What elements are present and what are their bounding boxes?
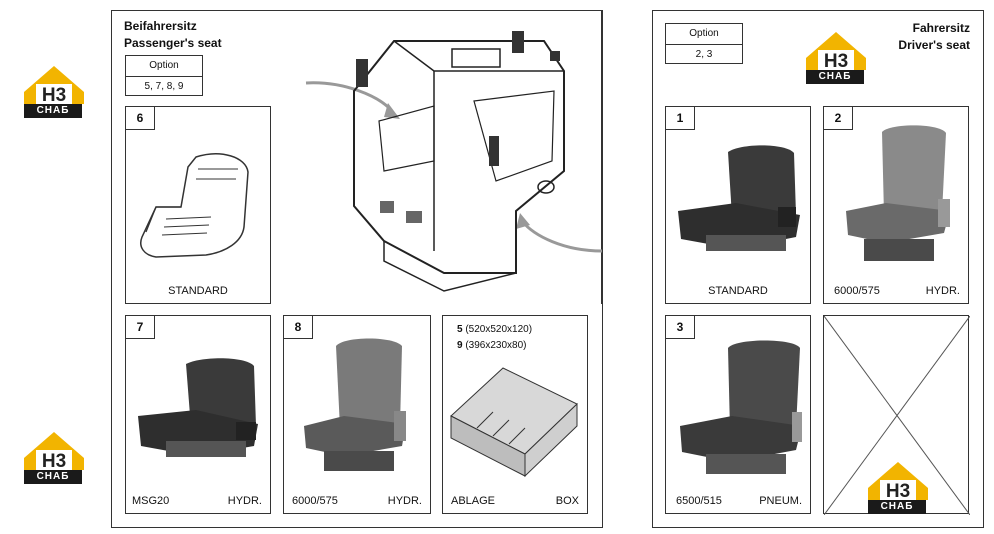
box-option-9: 9 — [457, 340, 463, 351]
panel-caption-left: 6500/515 — [676, 495, 722, 507]
box-dimensions: 5 (520x520x120) 9 (396x230x80) — [457, 322, 532, 354]
hb-logo-driver: H3 CHAБ — [804, 28, 868, 88]
panel-caption-right: BOX — [555, 495, 579, 507]
driver-title-de: Fahrersitz — [912, 21, 970, 35]
seat-panel-2: 2 6000/575 HYDR. — [823, 106, 969, 304]
hydr-seat-icon — [304, 338, 406, 471]
cab-illustration — [284, 10, 602, 304]
storage-box-icon — [450, 367, 578, 478]
driver-option-box: Option 2, 3 — [665, 23, 743, 64]
seat-panel-6: 6 STANDARD — [125, 106, 271, 304]
panel-caption-right: HYDR. — [227, 495, 262, 507]
hydr-driver-seat-icon — [846, 125, 950, 261]
hb-logo-top: H3 CHAБ — [22, 62, 86, 122]
panel-caption-left: 6000/575 — [292, 495, 338, 507]
seat-panel-1: 1 STANDARD — [665, 106, 811, 304]
svg-text:H3: H3 — [824, 51, 848, 72]
panel-caption-right: HYDR. — [925, 285, 960, 297]
logo-text: CHAБ — [806, 70, 864, 84]
panel-number: 3 — [666, 316, 695, 339]
panel-caption-right: PNEUM. — [759, 495, 802, 507]
svg-text:H3: H3 — [42, 451, 66, 472]
box-dim-9: (396x230x80) — [465, 340, 527, 351]
driver-option-label: Option — [666, 24, 742, 45]
driver-title: Fahrersitz Driver's seat — [898, 20, 970, 54]
hb-logo-icon: H3 — [24, 432, 84, 472]
logo-text: CHAБ — [24, 470, 82, 484]
hb-logo-icon: H3 — [806, 32, 866, 72]
driver-title-en: Driver's seat — [898, 38, 970, 52]
panel-caption-left: 6000/575 — [834, 285, 880, 297]
hb-logo-bottom-right: H3 CHAБ — [866, 458, 930, 518]
panel-number: 1 — [666, 107, 695, 130]
logo-text: CHAБ — [24, 104, 82, 118]
passenger-title-en: Passenger's seat — [124, 36, 222, 50]
passenger-option-label: Option — [126, 56, 202, 77]
panel-caption-left: ABLAGE — [451, 495, 496, 507]
hb-logo-icon: H3 — [24, 66, 84, 106]
panel-number: 6 — [126, 107, 155, 130]
panel-caption-left: STANDARD — [168, 285, 228, 297]
standard-driver-seat-icon — [678, 145, 800, 251]
hb-logo-bottom: H3 CHAБ — [22, 428, 86, 488]
panel-caption-left: STANDARD — [708, 285, 768, 297]
panel-caption-right: HYDR. — [387, 495, 422, 507]
panel-number: 2 — [824, 107, 853, 130]
standard-seat-outline-icon — [140, 153, 249, 258]
storage-box-panel: 5 (520x520x120) 9 (396x230x80) ABLAGE BO… — [442, 315, 588, 514]
pneum-driver-seat-icon — [680, 340, 802, 474]
passenger-option-value: 5, 7, 8, 9 — [144, 81, 184, 92]
panel-number: 8 — [284, 316, 313, 339]
hb-logo-icon: H3 — [868, 462, 928, 502]
panel-caption-left: MSG20 — [132, 495, 170, 507]
cab-drawing-icon — [305, 31, 602, 292]
passenger-title: Beifahrersitz Passenger's seat — [124, 18, 222, 52]
svg-text:H3: H3 — [886, 481, 910, 502]
panel-number: 7 — [126, 316, 155, 339]
seat-panel-8: 8 6000/575 HYDR. — [283, 315, 431, 514]
box-option-5: 5 — [457, 324, 463, 335]
passenger-title-de: Beifahrersitz — [124, 19, 197, 33]
logo-text: CHAБ — [868, 500, 926, 514]
cross-icon — [824, 316, 970, 515]
passenger-option-box: Option 5, 7, 8, 9 — [125, 55, 203, 96]
seat-panel-3: 3 6500/515 PNEUM. — [665, 315, 811, 514]
msg20-seat-icon — [138, 358, 258, 457]
driver-option-value: 2, 3 — [695, 49, 713, 60]
box-dim-5: (520x520x120) — [465, 324, 533, 335]
svg-text:H3: H3 — [42, 85, 66, 106]
seat-panel-7: 7 MSG20 HYDR. — [125, 315, 271, 514]
